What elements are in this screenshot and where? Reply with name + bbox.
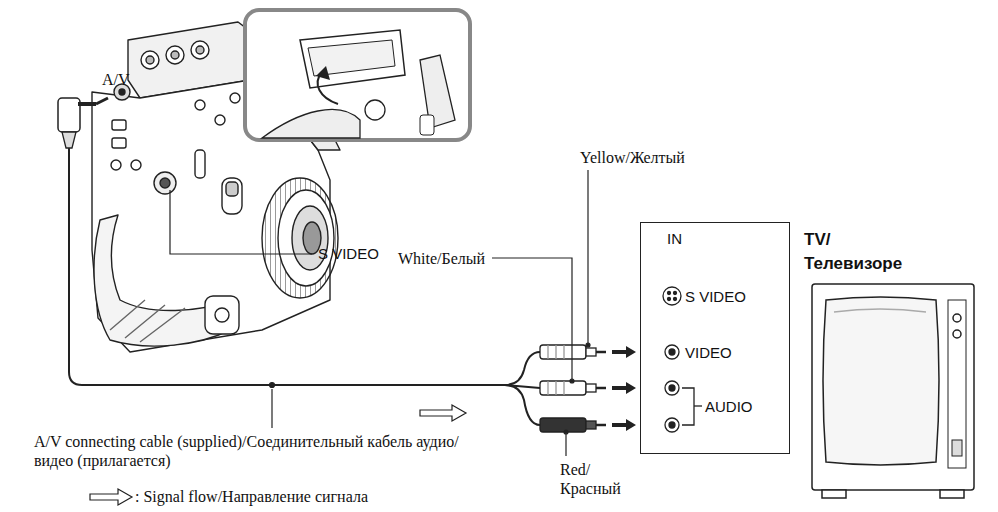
cable-caption-wrap: A/V connecting cable (supplied)/Соединит…	[34, 432, 484, 470]
device-name-wrap: TV/ Телевизоре	[804, 228, 914, 276]
color-label-wrap: White/Белый	[398, 249, 485, 268]
color-label: Yellow/Желтый	[580, 148, 685, 167]
panel-heading-wrap: IN	[667, 230, 682, 248]
port-name-wrap: S VIDEO	[318, 245, 379, 263]
jack-name: S VIDEO	[685, 288, 746, 306]
color-label-wrap: Red/ Красный	[560, 460, 638, 498]
jack-name-wrap: AUDIO	[705, 398, 753, 416]
signal-arrow	[420, 405, 466, 421]
port-name: A/V	[102, 70, 130, 89]
jack-name: AUDIO	[705, 398, 753, 416]
cable-caption: A/V connecting cable (supplied)/Соединит…	[34, 432, 484, 470]
device-name: TV/ Телевизоре	[804, 228, 914, 276]
tv-node: TV/ Телевизоре	[800, 226, 985, 502]
av-cable	[58, 98, 540, 425]
color-label: White/Белый	[398, 249, 485, 268]
jack-name: VIDEO	[685, 344, 732, 362]
panel-heading: IN	[667, 230, 682, 248]
insert-arrows	[612, 346, 636, 431]
inset-zoom	[245, 10, 470, 140]
legend-sample	[90, 489, 132, 505]
tv-set	[812, 284, 974, 498]
input-panel: IN S VIDEO VIDEO AUDIO	[640, 222, 790, 454]
legend-text: : Signal flow/Направление сигнала	[135, 487, 368, 506]
rca-plugs	[540, 345, 606, 432]
jack-name-wrap: S VIDEO	[685, 288, 746, 306]
legend-text-wrap: : Signal flow/Направление сигнала	[135, 487, 368, 506]
port-name: S VIDEO	[318, 245, 379, 263]
port-name-wrap: A/V	[102, 70, 130, 89]
jack-name-wrap: VIDEO	[685, 344, 732, 362]
color-label: Red/ Красный	[560, 460, 638, 498]
leader-lines	[170, 170, 590, 456]
color-label-wrap: Yellow/Желтый	[580, 148, 685, 167]
